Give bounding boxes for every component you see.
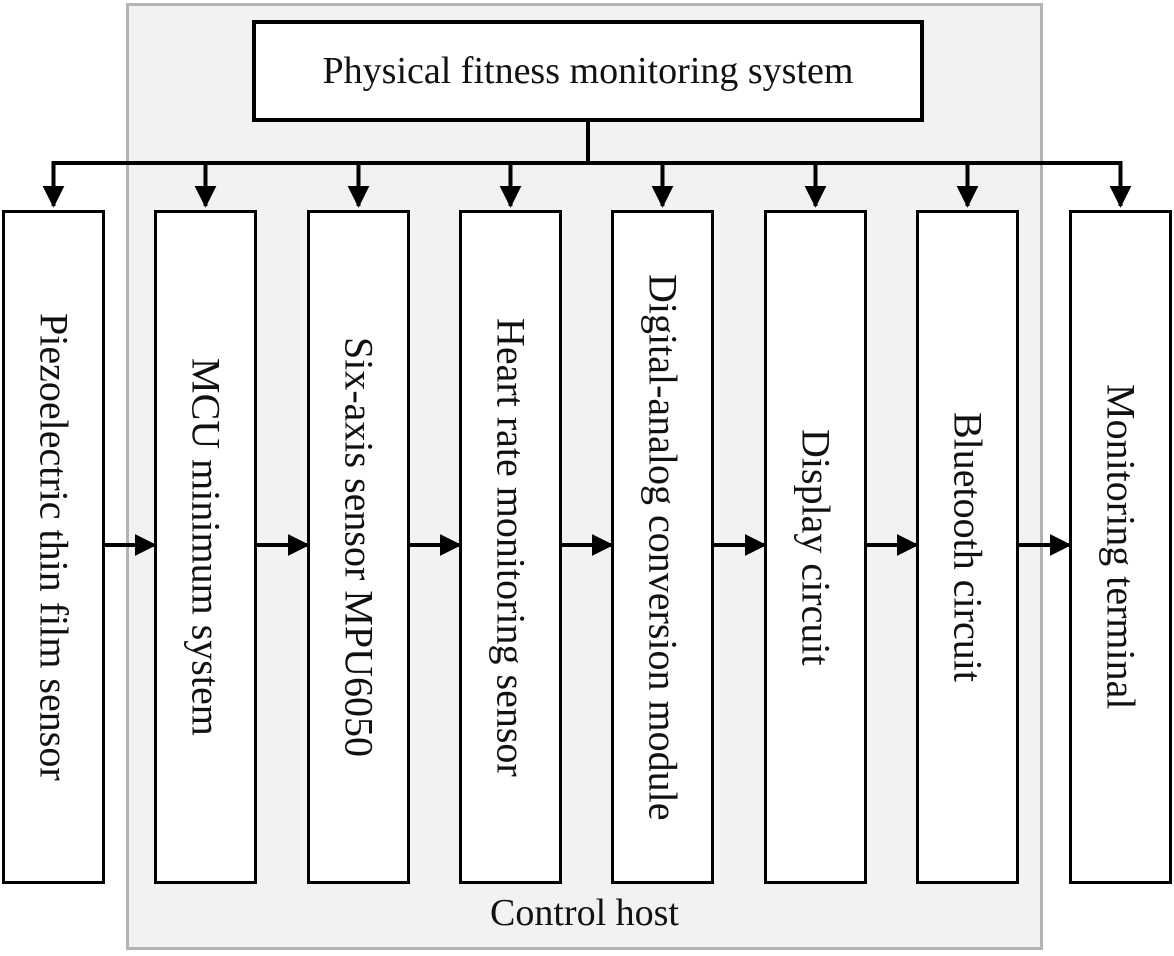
module-label: Bluetooth circuit [945,412,991,682]
module-box-piezoelectric-thin-film-sensor: Piezoelectric thin film sensor [2,210,105,884]
module-label: Piezoelectric thin film sensor [31,313,77,781]
module-box-digital-analog-conversion-module: Digital-analog conversion module [611,210,714,884]
module-box-heart-rate-monitoring-sensor: Heart rate monitoring sensor [459,210,562,884]
module-label: Display circuit [793,428,839,666]
system-title-box: Physical fitness monitoring system [252,20,924,122]
module-box-six-axis-sensor-mpu6050: Six-axis sensor MPU6050 [307,210,410,884]
control-host-label: Control host [490,892,679,934]
module-label: MCU minimum system [183,358,229,736]
module-box-bluetooth-circuit: Bluetooth circuit [916,210,1019,884]
module-box-monitoring-terminal: Monitoring terminal [1069,210,1172,884]
module-label: Heart rate monitoring sensor [488,317,534,777]
module-label: Six-axis sensor MPU6050 [336,336,382,758]
module-label: Digital-analog conversion module [640,273,686,821]
module-box-display-circuit: Display circuit [764,210,867,884]
module-label: Monitoring terminal [1098,384,1144,710]
control-host-group [126,3,1043,950]
system-title: Physical fitness monitoring system [322,50,854,92]
module-box-mcu-minimum-system: MCU minimum system [154,210,257,884]
